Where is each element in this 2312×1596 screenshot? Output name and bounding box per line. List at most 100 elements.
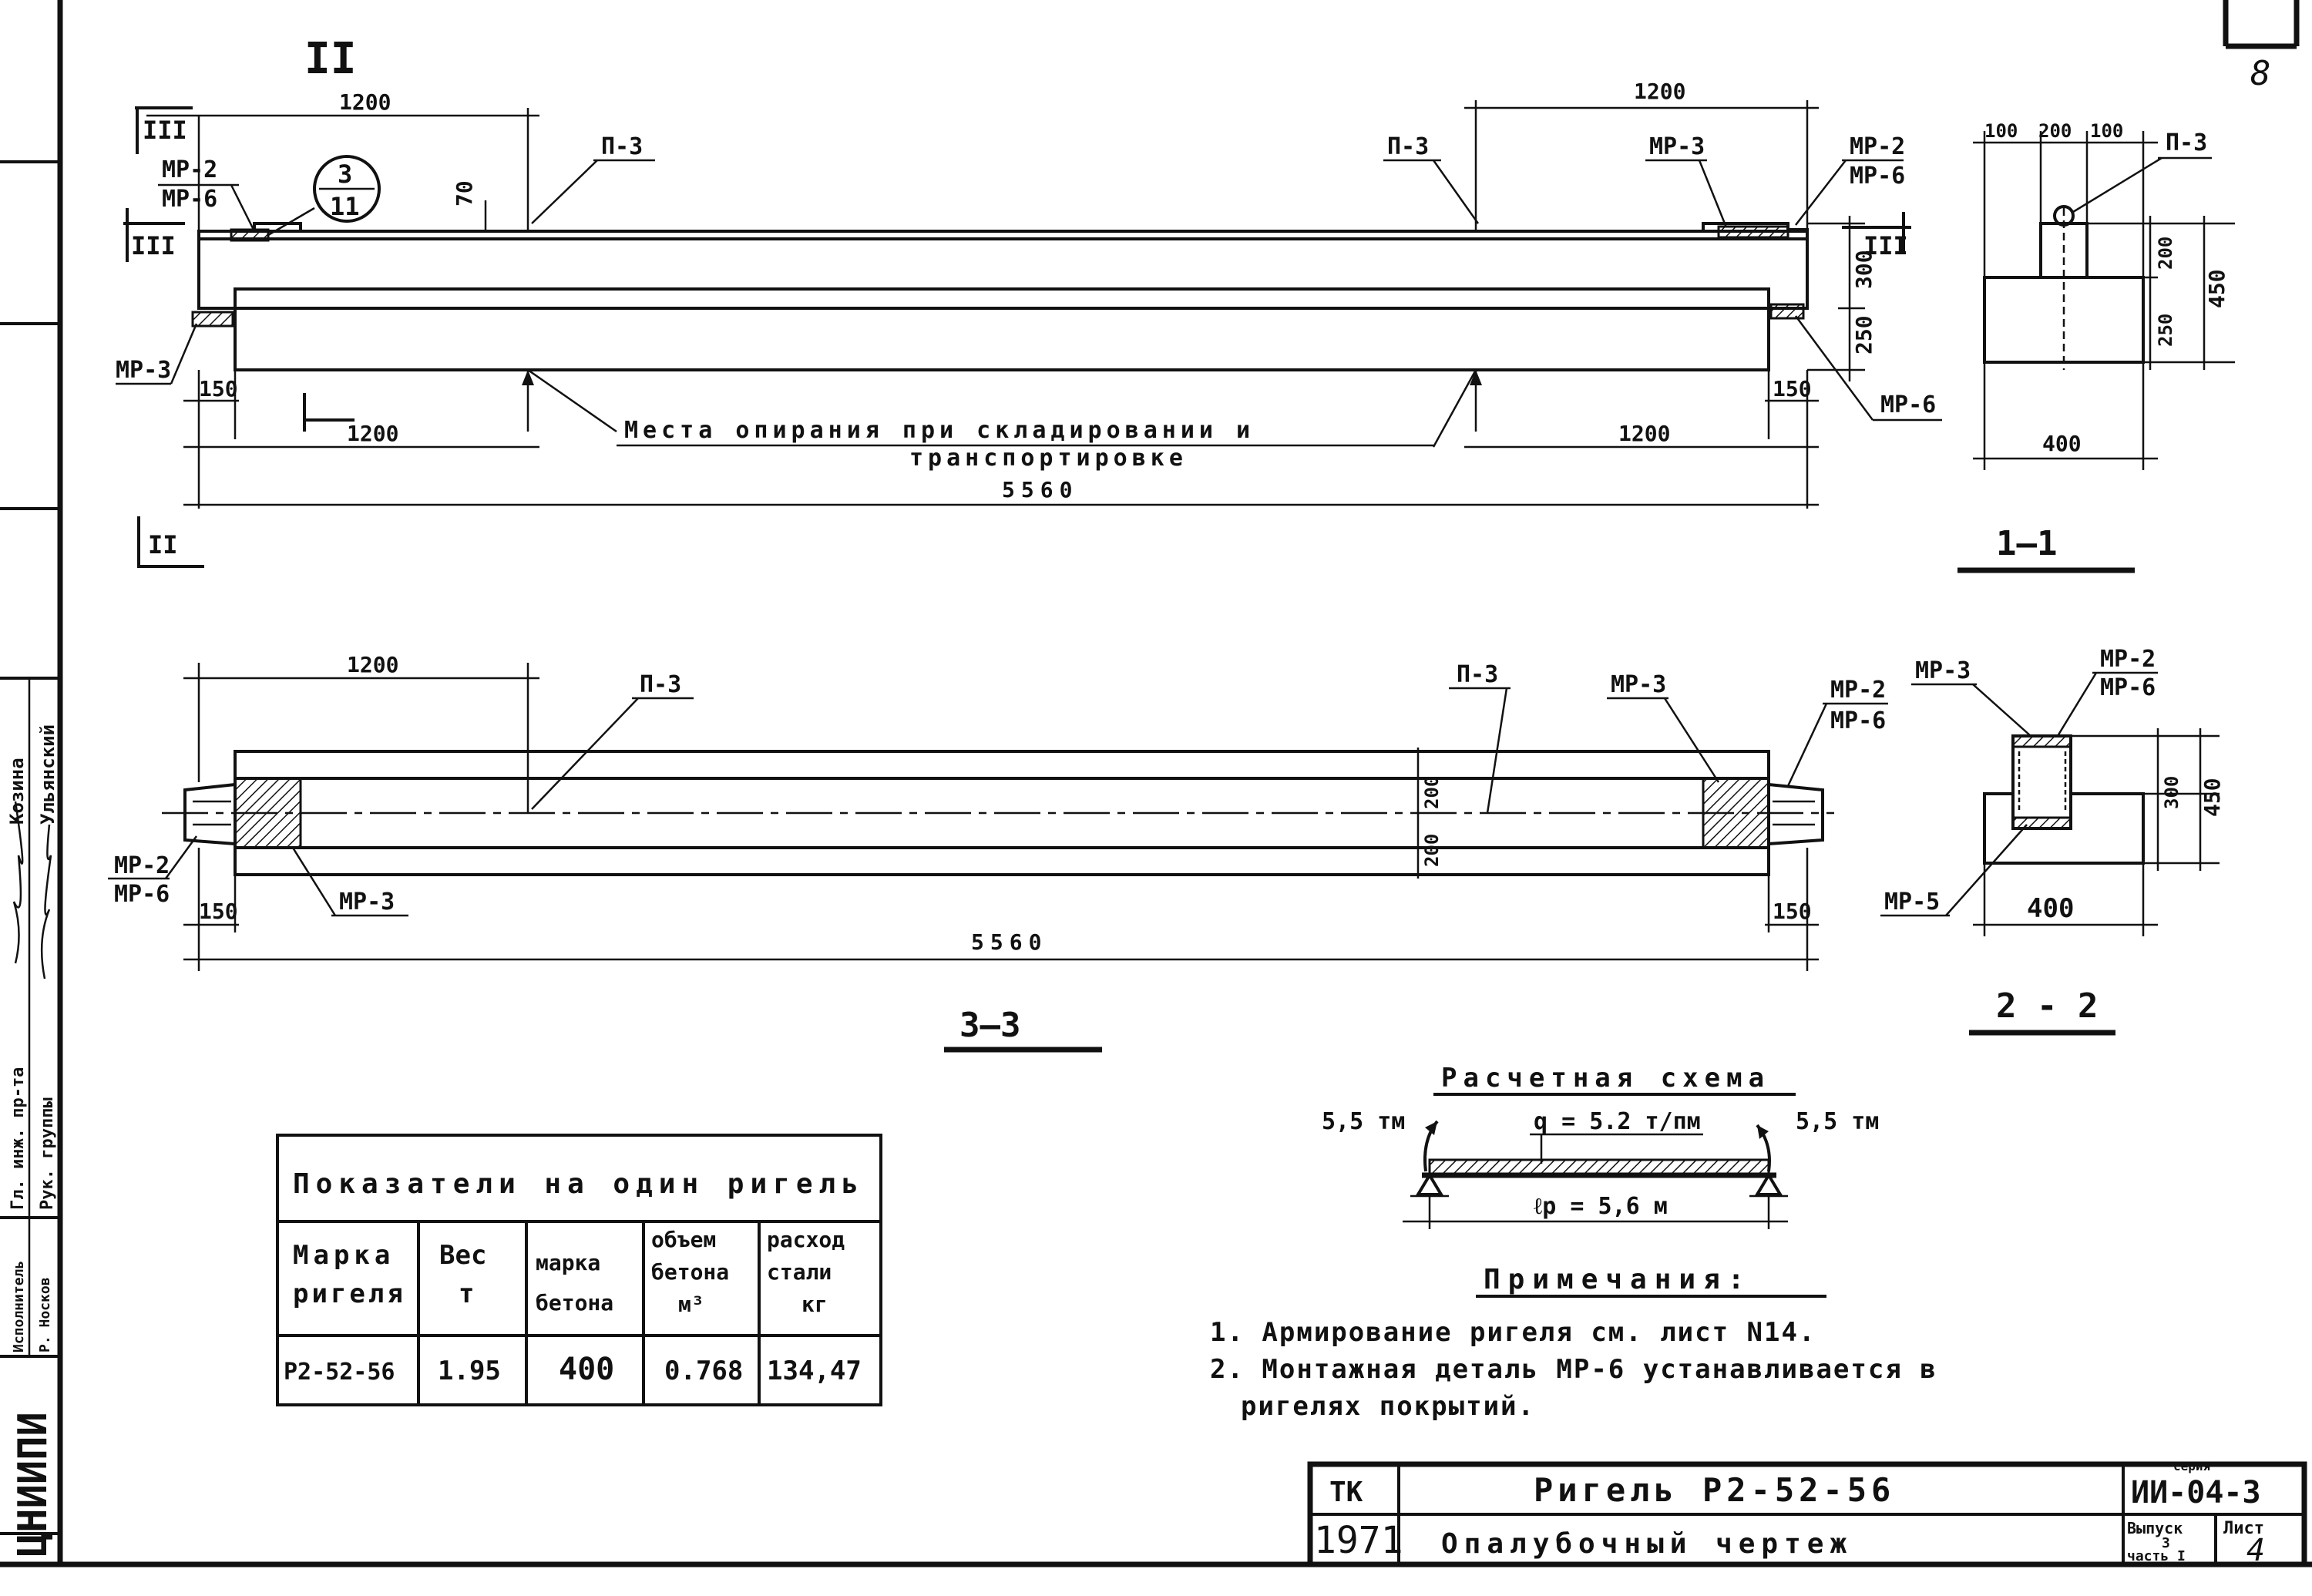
sec22-dim-300: 300 [2161,776,2183,809]
stamp-role-2: Рук. группы [38,1097,57,1210]
section-mark-ii-left: III [143,116,187,145]
dim-front-bottom-right: 1200 [1618,421,1670,446]
dim-front-total: 5560 [1002,477,1078,502]
plan-dim-total: 5560 [971,929,1047,955]
plan-label-mp6-right: МР-6 [1830,707,1886,734]
side-stamp: ЦНИИПИ Гл. инж. пр-та Ульянский Рук. гру… [0,160,60,1557]
th-1-a: Марка [293,1240,395,1271]
label-p3-right: П-3 [1387,133,1429,160]
sec11-width: 400 [2042,431,2082,456]
sec22-label-mp6: МР-6 [2100,674,2156,701]
stamp-name-3: Р. Носков [37,1277,53,1352]
section-1-1: 100 200 100 200 250 450 400 П-3 1—1 [1957,120,2235,573]
th-5-b: стали [767,1259,832,1285]
label-mp6-left: МР-6 [162,186,217,213]
label-mp2-right: МР-2 [1850,133,1905,160]
stamp-role-3: Исполнитель [11,1261,27,1352]
support-note-1: Места опирания при складировании и [624,417,1255,444]
sec11-dim-side-200: 200 [2155,237,2176,270]
sec22-dim-450: 450 [2199,778,2225,817]
support-note-2: транспортировке [909,445,1188,472]
tb-series: ИИ-04-3 [2131,1475,2261,1510]
signature-1 [12,801,24,964]
th-2-b: т [459,1278,474,1309]
section-mark-iii-right: III [1863,231,1908,260]
dim-front-end-left: 150 [199,376,238,402]
tb-issue-1: Выпуск [2127,1519,2183,1537]
td-mark: Р2-52-56 [284,1359,395,1386]
signature-2 [40,824,52,979]
th-2-a: Вес [439,1240,486,1271]
th-5-a: расход [767,1227,845,1252]
scheme-title: Расчетная схема [1441,1063,1770,1094]
dim-plan-top: 1200 [347,652,398,677]
th-3-b: бетона [536,1290,613,1315]
indicators-table: Показатели на один ригель Марка ригеля В… [276,1134,882,1406]
sec22-title: 2 - 2 [1996,986,2098,1026]
th-4-a: объем [651,1227,716,1252]
th-4-c: м³ [678,1292,704,1317]
sec11-dim-top-3: 100 [2090,120,2123,142]
label-p3-left: П-3 [601,133,643,160]
section-mark-ii-top: II [304,34,356,84]
label-mp6-right-b: МР-6 [1880,391,1936,418]
scheme-load-band [1428,1158,1770,1175]
dim-front-h-300: 300 [1851,250,1877,289]
scheme-span: ℓр = 5,6 м [1534,1193,1668,1220]
plan-label-mp2-right: МР-2 [1830,677,1886,704]
section-mark-ii-bottom: II [148,530,178,559]
sec11-dim-side-450: 450 [2204,269,2230,308]
plan-view: 1200 П-3 П-3 МР-3 МР-2 МР-6 МР-2 МР-6 МР… [108,652,1888,1053]
section-2-2: МР-3 МР-2 МР-6 МР-5 300 450 400 2 - 2 [1880,646,2225,1036]
notes-title: Примечания: [1484,1264,1752,1295]
note-2: 2. Монтажная деталь МР-6 устанавливается… [1210,1354,1937,1385]
stamp-name-1: Ульянский [37,724,59,825]
front-view: II 1200 1200 70 III III III [116,34,1942,568]
title-block: ТК 1971 Ригель Р2-52-56 Опалубочный черт… [1307,1459,2307,1568]
dim-front-bottom-left: 1200 [347,421,398,446]
stamp-role-1: Гл. инж. пр-та [8,1067,28,1210]
tb-issue-2: 3 [2162,1535,2170,1551]
dim-step: 70 [452,180,477,207]
sec22-width: 400 [2027,893,2074,924]
th-1-b: ригеля [293,1278,406,1309]
dim-front-h-250: 250 [1851,315,1877,354]
scheme-moment-right: 5,5 тм [1796,1108,1879,1135]
tb-name: Ригель Р2-52-56 [1534,1471,1895,1509]
tb-sheet-no: 4 [2246,1533,2265,1568]
plan-dim-w1: 200 [1421,776,1443,809]
plan-dim-end-right: 150 [1773,899,1812,924]
plan-label-mp3-bottom: МР-3 [339,889,395,916]
plan-label-p3-right: П-3 [1457,661,1498,688]
tb-issue-3: часть I [2127,1548,2186,1564]
dim-front-top-right: 1200 [1634,79,1685,104]
plan-dim-end-left: 150 [199,899,238,924]
sec11-title: 1—1 [1996,524,2057,563]
plan-dim-w2: 200 [1421,834,1443,867]
detail-callout [313,155,381,223]
label-mp3-left: МР-3 [116,357,171,384]
sec22-label-mp3: МР-3 [1915,657,1971,684]
callout-bottom: 11 [330,192,360,221]
sec11-dim-top-1: 100 [1984,120,2018,142]
label-mp2-left: МР-2 [162,156,217,183]
tb-org: ТК [1329,1477,1363,1508]
note-3: ригелях покрытий. [1241,1391,1535,1422]
tb-series-label: серия [2173,1459,2210,1473]
plan-label-mp3-top: МР-3 [1611,671,1666,698]
sec22-label-mp2: МР-2 [2100,646,2156,673]
plan-title: 3—3 [959,1006,1020,1045]
sec11-dim-top-2: 200 [2038,120,2072,142]
dim-front-end-right: 150 [1773,376,1812,402]
plan-label-mp2-left: МР-2 [114,852,170,879]
tb-year: 1971 [1314,1519,1403,1562]
plan-label-p3-left: П-3 [640,671,681,698]
section-mark-iii-left: III [131,231,176,260]
th-5-c: кг [801,1292,828,1317]
td-steel: 134,47 [767,1356,862,1386]
label-mp6-right-a: МР-6 [1850,163,1905,190]
th-4-b: бетона [651,1259,729,1285]
page-number: 8 [2250,54,2271,93]
